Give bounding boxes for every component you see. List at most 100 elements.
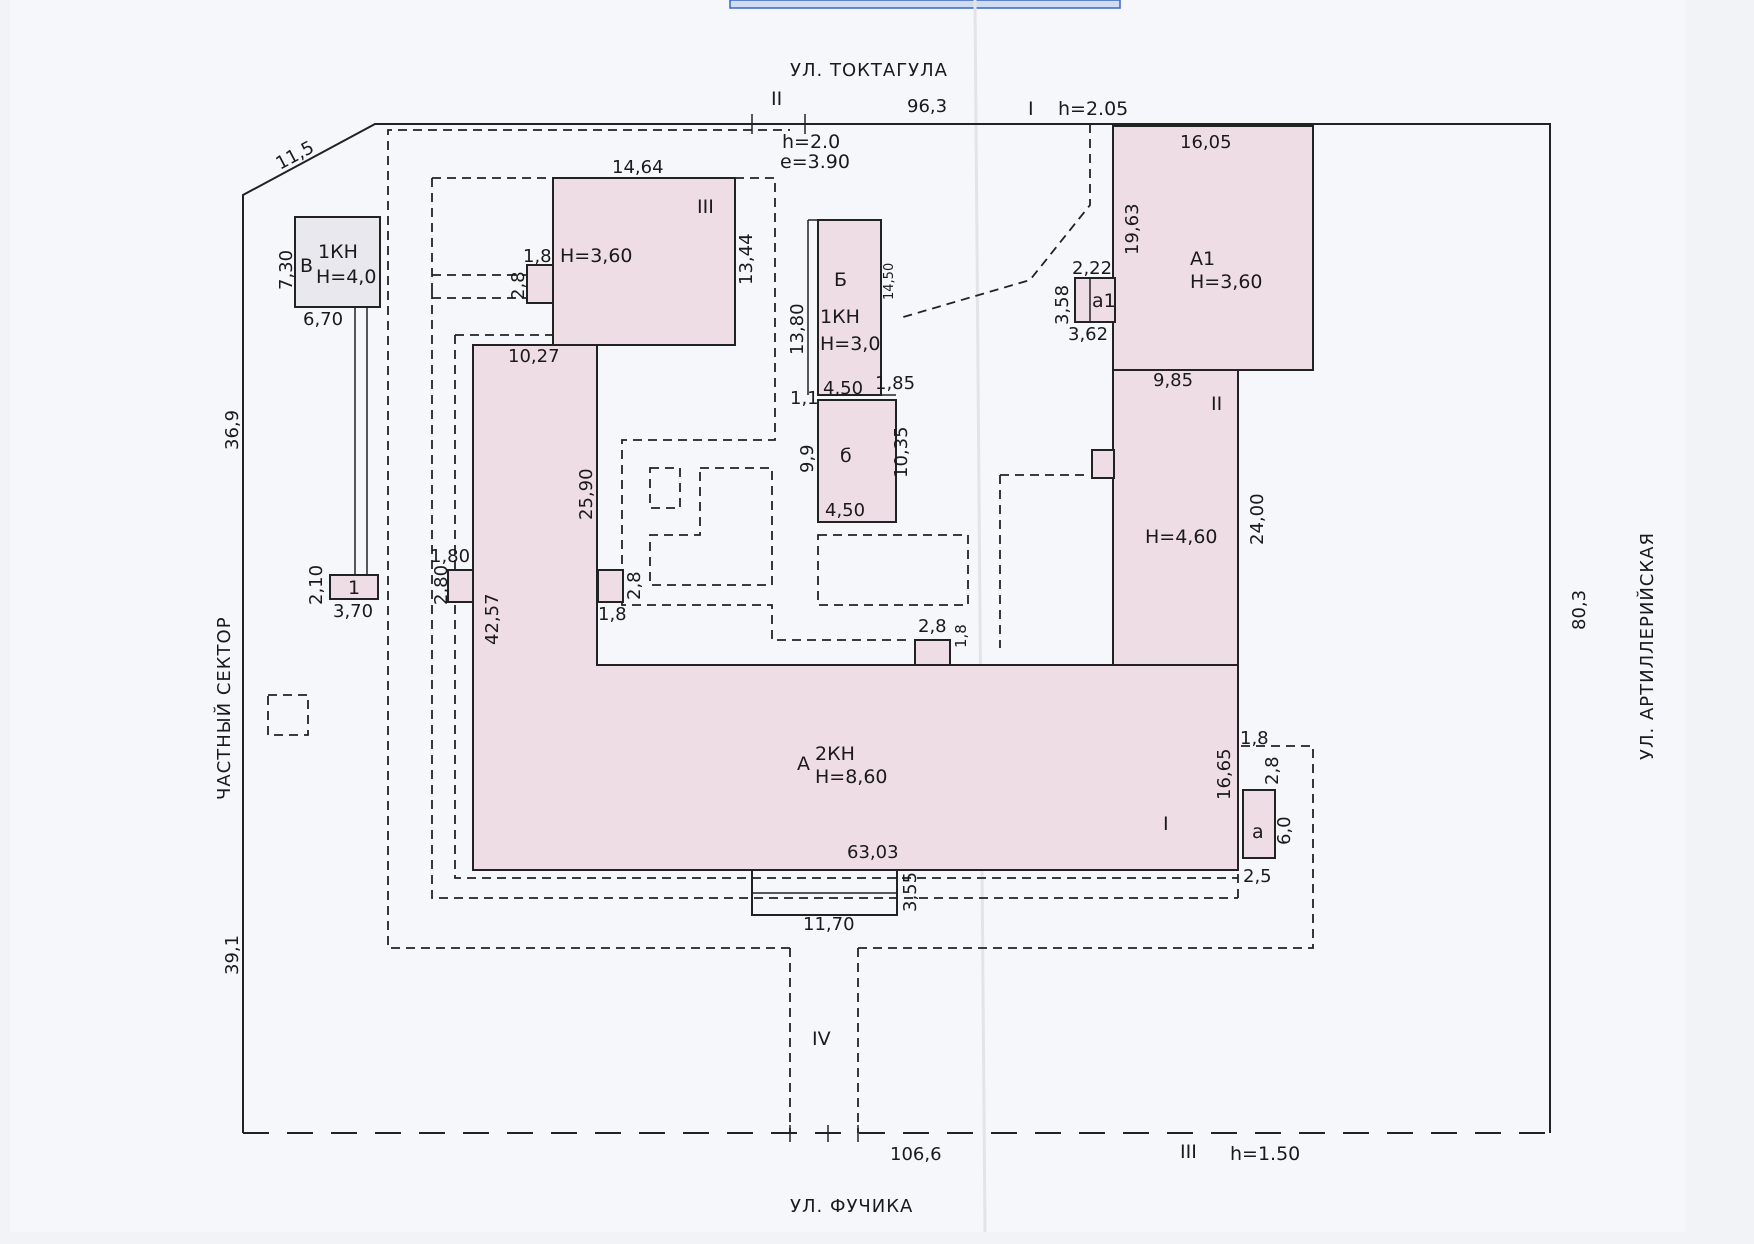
building-v-depth: 7,30 [276, 250, 297, 290]
outer-dashed-fence-right [858, 745, 1314, 949]
dim-left-upper: 36,9 [222, 410, 243, 450]
building-a1s-w2: 3,62 [1068, 324, 1108, 345]
dim-bottom: 106,6 [890, 1144, 942, 1165]
porch-ii-wing [1091, 449, 1115, 479]
building-1 [329, 574, 379, 600]
building-a1s-h: 3,58 [1052, 285, 1073, 325]
building-a-depth-left: 42,57 [482, 593, 503, 645]
street-toktogula: УЛ. ТОКТАГУЛА [790, 60, 948, 81]
private-sector-box [267, 694, 309, 736]
building-bs-width-bottom: 4,50 [825, 500, 865, 521]
building-a1s-letter: a1 [1092, 290, 1116, 312]
paper-fold [973, 0, 987, 1233]
building-ii-width: 9,85 [1153, 370, 1193, 391]
building-a-type: 2КН [815, 743, 855, 765]
building-a1-width: 16,05 [1180, 132, 1232, 153]
building-a-letter: A [797, 753, 810, 775]
building-v [294, 216, 381, 308]
building-b-type: 1КН [820, 306, 860, 328]
building-b-width: 4,50 [823, 378, 863, 399]
building-b-small [817, 399, 897, 523]
courtyard-box-right [817, 534, 969, 606]
section-i-height: h=2.05 [1058, 98, 1128, 120]
section-ii-label: II [771, 88, 782, 110]
stamp-fragment [729, 0, 1121, 9]
building-b-height: H=3,0 [820, 333, 880, 355]
building-as-len: 6,0 [1274, 816, 1295, 845]
building-a1-letter: A1 [1190, 248, 1215, 270]
building-bs-depth2: 10,35 [891, 426, 912, 478]
building-as-h: 2,8 [1262, 756, 1283, 785]
building-b-depth: 13,80 [787, 303, 808, 355]
private-sector-label: ЧАСТНЫЙ СЕКТОР [213, 616, 235, 800]
building-a1s-w1: 2,22 [1072, 258, 1112, 279]
building-as-depth: 16,65 [1214, 748, 1235, 800]
building-ii-depth: 24,00 [1247, 493, 1268, 545]
building-b-side: 14,50 [882, 263, 897, 300]
inner-dashed-path-1 [431, 290, 1238, 899]
building-iii-width: 14,64 [612, 157, 664, 178]
building-iii-depth: 13,44 [736, 233, 757, 285]
porch-inner-w: 1,8 [598, 604, 627, 625]
building-a-roman: I [1163, 813, 1169, 835]
section-ii-height: h=2.0 [782, 131, 840, 153]
outer-dashed-fence-left [387, 129, 790, 949]
section-i-label: I [1028, 98, 1034, 120]
building-bs-letter: б [840, 445, 852, 467]
porch-inner-h: 2,8 [624, 571, 645, 600]
building-b-big [817, 219, 882, 396]
entrance-depth: 3,55 [900, 872, 921, 912]
section-iii-label: III [1180, 1141, 1197, 1163]
building-a-length: 63,03 [847, 842, 899, 863]
building-ii-wing [1112, 369, 1239, 666]
building-as-w: 1,8 [1240, 728, 1269, 749]
building-a-height: H=8,60 [815, 766, 888, 788]
building-a-inner: 25,90 [576, 468, 597, 520]
section-iii-height: h=1.50 [1230, 1143, 1300, 1165]
building-1-letter: 1 [348, 577, 360, 599]
building-bs-depth: 9,9 [797, 444, 818, 473]
building-bs-step: 1,85 [875, 373, 915, 394]
porch-left [447, 569, 474, 603]
building-iii-roman: III [697, 196, 714, 218]
entrance-width: 11,70 [803, 914, 855, 935]
building-a1-depth: 19,63 [1122, 203, 1143, 255]
inner-dashed-path-2 [454, 335, 1238, 879]
porch-left-h: 2,80 [431, 565, 452, 605]
porch-inner [597, 569, 624, 603]
courtyard-box-small [649, 467, 681, 509]
courtyard-box-l [649, 467, 773, 586]
building-iii-height: H=3,60 [560, 245, 633, 267]
porch-iii-h: 2,8 [508, 271, 529, 300]
building-b-letter: Б [834, 269, 847, 291]
section-ii-e: e=3.90 [780, 151, 850, 173]
building-as-bottom: 2,5 [1243, 866, 1272, 887]
porch-iii [526, 264, 554, 304]
building-v-type: 1КН [318, 241, 358, 263]
dashed-diagonal [899, 124, 1091, 319]
porch-mid-h: 1,8 [952, 624, 970, 648]
inner-courtyard-path [621, 177, 910, 641]
building-v-width: 6,70 [303, 309, 343, 330]
porch-left-w: 1,80 [430, 546, 470, 567]
building-ii-roman: II [1211, 393, 1222, 415]
street-artilleriyskaya: УЛ. АРТИЛЛЕРИЙСКАЯ [1636, 532, 1658, 760]
building-a1-height: H=3,60 [1190, 271, 1263, 293]
dim-right: 80,3 [1569, 590, 1590, 630]
porch-iii-w: 1,8 [523, 246, 552, 267]
building-1-depth: 2,10 [306, 565, 327, 605]
building-a1 [1112, 125, 1314, 371]
building-iii-bottom: 10,27 [508, 346, 560, 367]
dim-top-length: 96,3 [907, 96, 947, 117]
building-1-width: 3,70 [333, 601, 373, 622]
paper [10, 0, 1685, 1232]
street-fuchika: УЛ. ФУЧИКА [790, 1196, 913, 1217]
porch-mid-w: 2,8 [918, 616, 947, 637]
porch-mid [914, 639, 951, 666]
building-a1-small [1074, 277, 1116, 323]
building-as-letter: а [1252, 821, 1264, 843]
building-a-small [1242, 789, 1276, 859]
building-b-offset: 1,1 [790, 388, 819, 409]
